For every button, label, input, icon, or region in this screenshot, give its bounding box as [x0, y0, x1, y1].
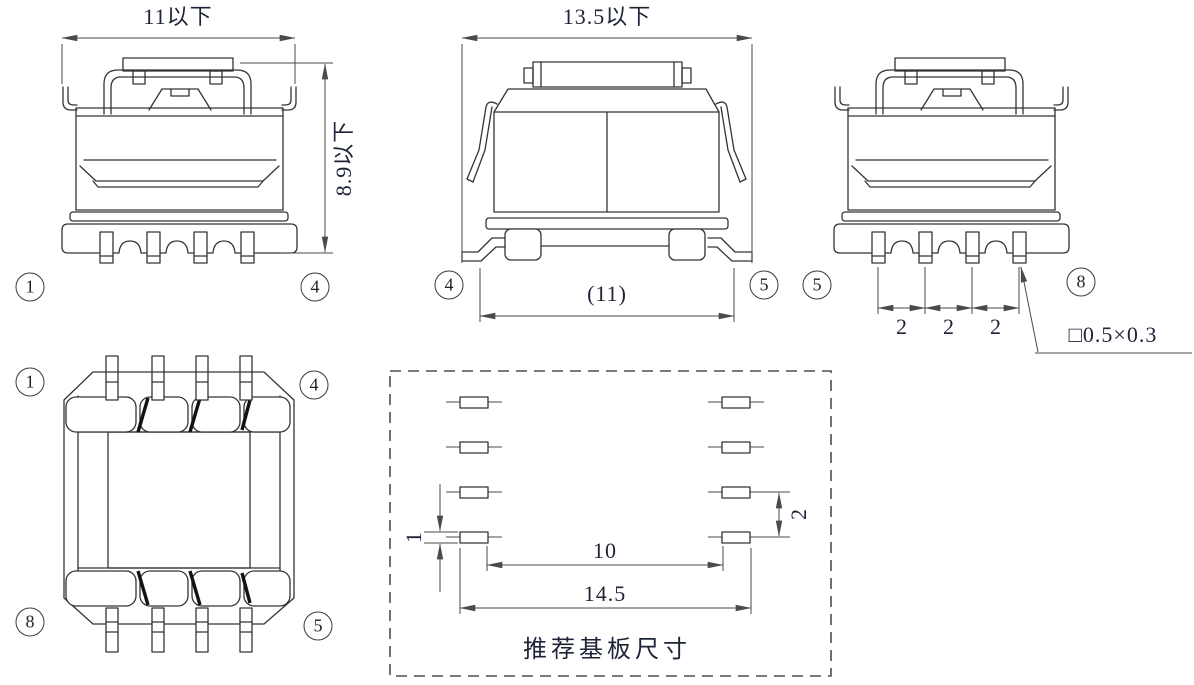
- pin-balloon-bottom-4: 4: [299, 370, 329, 400]
- front-right-line-art: [833, 57, 1070, 264]
- footprint-line-art: [389, 370, 832, 677]
- dim-pad-row-pitch: 2: [786, 508, 811, 520]
- pin-balloon-bottom-1: 1: [15, 367, 45, 397]
- dim-base-reference: (11): [587, 281, 627, 306]
- pin-balloon-front-left-4: 4: [300, 272, 330, 302]
- pin-balloon-front-right-5: 5: [802, 270, 832, 300]
- front-right-dimensions: [877, 266, 1192, 354]
- dim-body-depth: 13.5以下: [562, 4, 652, 29]
- side-view-dimensions: [461, 34, 753, 322]
- front-view-line-art: [61, 57, 298, 264]
- pin-balloon-front-left-1: 1: [15, 272, 45, 302]
- side-view-line-art: [461, 61, 753, 262]
- pin-balloon-front-right-8: 8: [1066, 267, 1096, 297]
- dim-pad-inner-span: 10: [593, 538, 617, 563]
- dim-pad-outer-span: 14.5: [583, 581, 627, 606]
- footprint-title: 推荐基板尺寸: [523, 637, 691, 663]
- pin-balloon-bottom-5: 5: [303, 611, 333, 641]
- dim-pin-pitch-1: 2: [896, 314, 908, 339]
- terminal-section-callout: □0.5×0.3: [1068, 322, 1158, 347]
- front-left-dimensions: [61, 34, 333, 254]
- pin-balloon-side-4: 4: [434, 270, 464, 300]
- dim-body-width-front: 11以下: [143, 4, 213, 29]
- dim-pin-pitch-2: 2: [943, 314, 955, 339]
- bottom-view-line-art: [63, 355, 295, 653]
- dim-pad-width: 1: [401, 531, 426, 543]
- dim-body-height: 8.9以下: [331, 119, 356, 197]
- pin-balloon-bottom-8: 8: [15, 607, 45, 637]
- dim-pin-pitch-3: 2: [990, 314, 1002, 339]
- pin-balloon-side-5: 5: [749, 270, 779, 300]
